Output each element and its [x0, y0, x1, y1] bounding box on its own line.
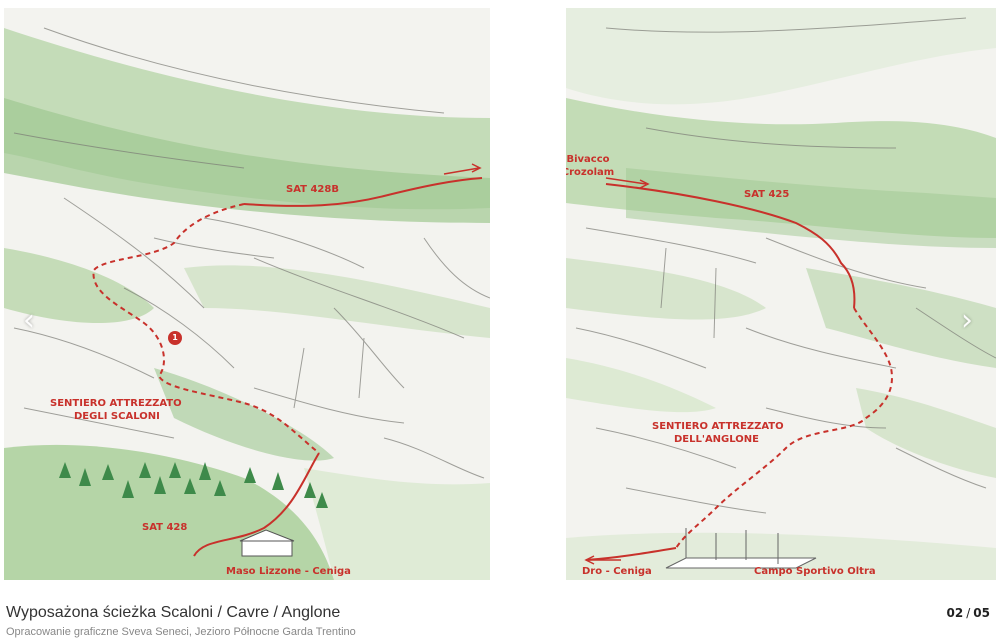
slideshow-stage: SAT 428B 1 SENTIERO ATTREZZATO DEGLI SCA…: [4, 8, 996, 580]
label-bivacco-line2: Crozolam: [566, 167, 615, 178]
slide-counter-separator: /: [966, 606, 971, 620]
label-anglone-line1: SENTIERO ATTREZZATO: [652, 421, 784, 432]
prev-slide-button[interactable]: ‹: [14, 300, 44, 340]
label-scaloni-line2: DEGLI SCALONI: [74, 411, 160, 422]
slide-caption-title: Wyposażona ścieżka Scaloni / Cavre / Ang…: [6, 604, 341, 621]
anglone-drawing: [566, 8, 996, 580]
slide-counter: 02/05: [947, 606, 990, 620]
chevron-left-icon: ‹: [23, 302, 35, 338]
slide-caption-credit: Opracowanie graficzne Sveva Seneci, Jezi…: [6, 626, 356, 638]
map-illustration-scaloni: SAT 428B 1 SENTIERO ATTREZZATO DEGLI SCA…: [4, 8, 490, 580]
label-scaloni-line1: SENTIERO ATTREZZATO: [50, 398, 182, 409]
map-illustration-anglone: Bivacco Crozolam SAT 425 SENTIERO ATTREZ…: [566, 8, 996, 580]
label-maso-lizzone: Maso Lizzone - Ceniga: [226, 566, 351, 577]
marker-number[interactable]: 1: [172, 333, 178, 342]
slide-current: 02: [946, 606, 964, 620]
slide-total: 05: [973, 606, 990, 620]
label-sat428: SAT 428: [142, 522, 188, 533]
label-sat425: SAT 425: [744, 189, 790, 200]
label-bivacco-line1: Bivacco: [566, 154, 610, 165]
scaloni-drawing: [4, 8, 490, 580]
chevron-right-icon: ›: [961, 302, 973, 338]
label-sat428b: SAT 428B: [286, 184, 339, 195]
label-dro-ceniga: Dro - Ceniga: [582, 566, 652, 577]
label-campo-sportivo: Campo Sportivo Oltra: [754, 566, 876, 577]
label-anglone-line2: DELL'ANGLONE: [674, 434, 759, 445]
next-slide-button[interactable]: ›: [952, 300, 982, 340]
